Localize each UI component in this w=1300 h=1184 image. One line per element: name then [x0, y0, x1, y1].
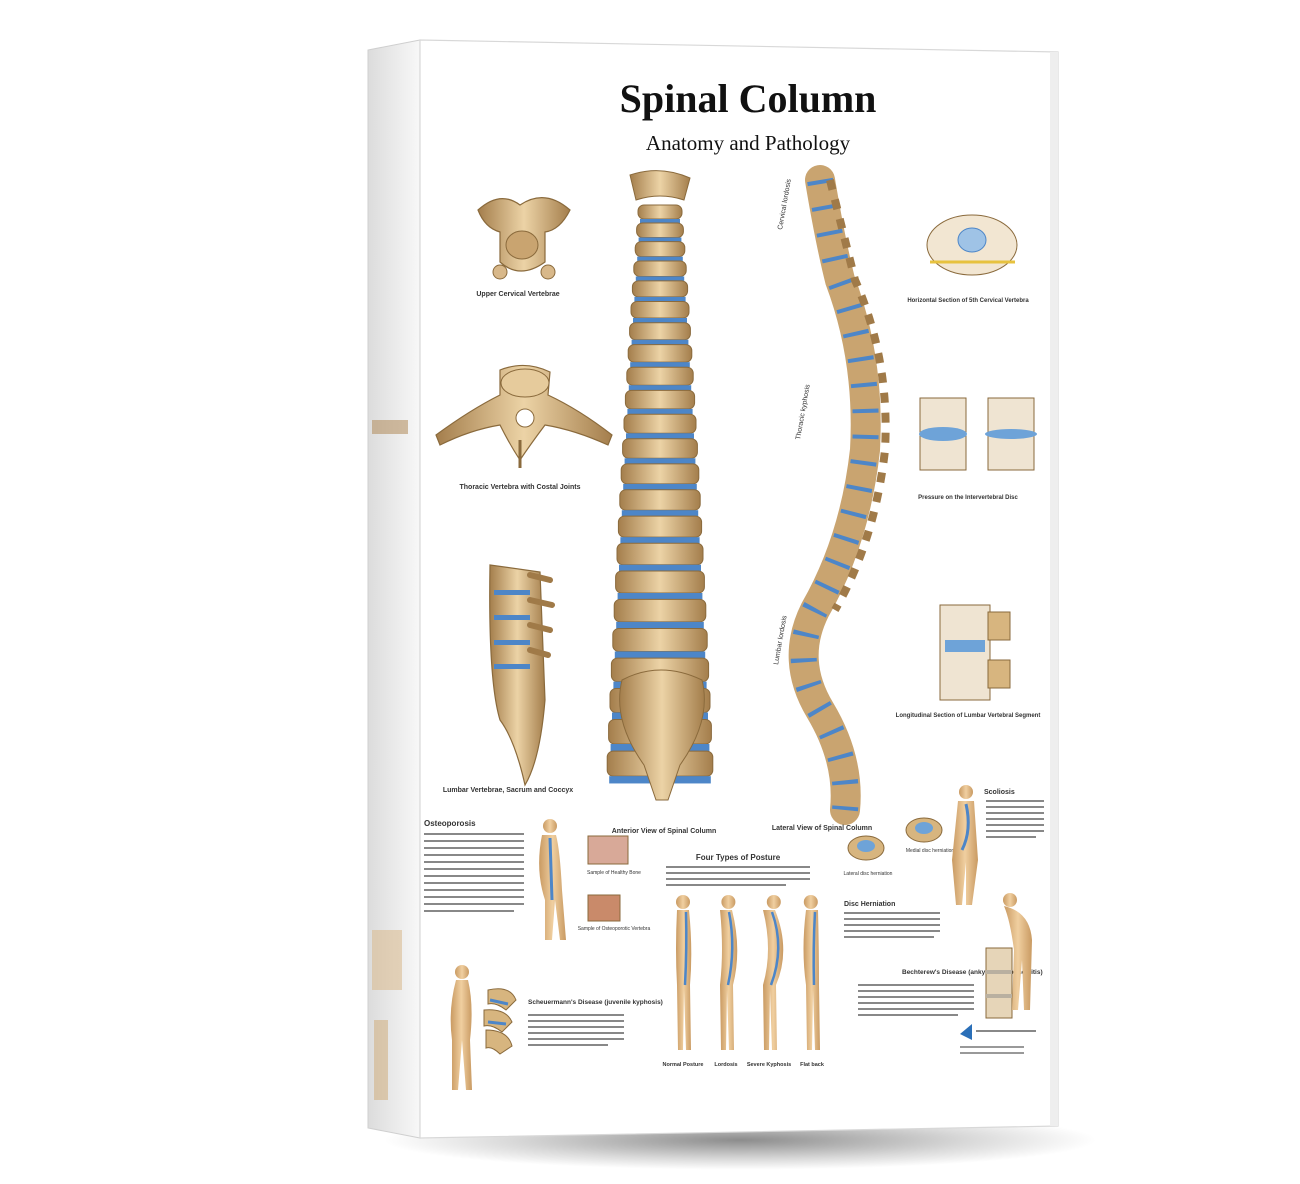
posture-label-flat-back: Flat back	[800, 1062, 825, 1068]
caption-anterior-view: Anterior View of Spinal Column	[612, 828, 717, 835]
anterior-disc	[638, 237, 682, 242]
anterior-vertebra	[637, 204, 683, 220]
caption-lateral-view: Lateral View of Spinal Column	[772, 825, 872, 832]
anterior-vertebra	[613, 598, 707, 623]
anterior-disc	[627, 408, 693, 415]
bechterew-text-block	[858, 984, 974, 1016]
healthy-bone-sample	[587, 835, 629, 865]
disc-herniation-illustrations	[847, 817, 943, 861]
caption-thoracic-costal: Thoracic Vertebra with Costal Joints	[460, 484, 581, 491]
posture-figures	[676, 895, 820, 1050]
lumbar-sacrum-coccyx-illustration	[489, 564, 555, 787]
anterior-vertebra	[622, 438, 698, 459]
anterior-disc	[614, 651, 706, 659]
canvas-side-content	[372, 420, 408, 1100]
anterior-disc	[633, 318, 687, 323]
osteoporosis-figure	[539, 819, 566, 940]
posture-figure-body	[803, 910, 820, 1050]
anterior-disc	[624, 458, 696, 464]
heading-four-types-posture: Four Types of Posture	[696, 853, 781, 862]
anterior-vertebra	[615, 570, 705, 594]
anterior-spinal-column-illustration	[606, 170, 714, 801]
posture-figure-head	[766, 895, 781, 909]
posture-figure-head	[803, 895, 818, 909]
posture-label-normal: Normal Posture	[663, 1062, 704, 1068]
caption-medial-disc: Medial disc herniation	[906, 848, 955, 854]
osteoporotic-bone-sample	[587, 894, 621, 922]
caption-upper-cervical: Upper Cervical Vertebrae	[476, 291, 559, 298]
heading-scheuermann: Scheuermann's Disease (juvenile kyphosis…	[528, 999, 663, 1006]
scheuermann-vertebrae	[483, 988, 517, 1055]
anterior-disc	[630, 362, 690, 368]
scoliosis-figure	[952, 785, 978, 905]
publisher-logo	[960, 1024, 1036, 1054]
anterior-vertebra	[616, 542, 704, 566]
heading-disc-herniation: Disc Herniation	[844, 901, 895, 908]
scheuermann-text-block	[528, 1014, 624, 1046]
posture-figure-head	[676, 895, 690, 909]
upper-cervical-vertebrae-illustration	[477, 197, 571, 280]
caption-horizontal-section: Horizontal Section of 5th Cervical Verte…	[907, 298, 1029, 304]
posture-text-block	[666, 866, 810, 886]
posture-figure-head	[721, 895, 736, 909]
anterior-vertebra	[629, 322, 691, 341]
heading-osteoporosis: Osteoporosis	[424, 819, 476, 828]
anterior-vertebra	[620, 463, 700, 485]
heading-bechterew: Bechterew's Disease (ankylosing spondyli…	[902, 969, 1043, 976]
anterior-vertebra	[633, 260, 687, 277]
anterior-disc	[620, 537, 700, 544]
disc-herniation-text-block	[844, 912, 940, 938]
anterior-vertebra	[636, 222, 684, 238]
caption-lateral-disc: Lateral disc herniation	[844, 871, 893, 877]
anterior-disc	[628, 385, 692, 391]
anterior-disc	[623, 483, 697, 490]
caption-healthy-bone: Sample of Healthy Bone	[587, 870, 641, 876]
caption-longitudinal-section: Longitudinal Section of Lumbar Vertebral…	[896, 713, 1041, 719]
anterior-disc	[637, 256, 683, 261]
caption-pressure-disc: Pressure on the Intervertebral Disc	[918, 495, 1018, 501]
poster-title: Spinal Column	[620, 76, 877, 121]
poster-subtitle: Anatomy and Pathology	[646, 131, 851, 155]
posture-figure-spine	[683, 911, 688, 986]
anterior-vertebra	[617, 515, 703, 538]
longitudinal-section-illustration	[939, 604, 1011, 701]
anterior-vertebra	[619, 489, 701, 511]
anterior-disc	[626, 433, 694, 439]
anterior-vertebra	[627, 344, 693, 363]
anterior-disc	[640, 219, 680, 223]
posture-figure-spine	[769, 911, 780, 986]
anterior-disc	[621, 510, 699, 517]
anterior-vertebra	[634, 241, 686, 258]
disc-pressure-illustration	[919, 397, 1037, 471]
osteoporosis-text-block	[424, 833, 524, 912]
anterior-vertebra	[630, 301, 690, 319]
anterior-disc	[617, 593, 703, 600]
anterior-disc	[631, 339, 689, 345]
posture-label-lordosis: Lordosis	[714, 1062, 737, 1068]
lateral-spinal-column-illustration	[788, 165, 890, 825]
posture-figure-spine	[812, 911, 817, 986]
anterior-vertebra	[626, 366, 694, 386]
bechterew-spine-segment	[985, 947, 1013, 1019]
scheuermann-figure	[450, 965, 472, 1090]
thoracic-vertebra-illustration	[435, 364, 613, 468]
anterior-vertebra	[623, 413, 697, 434]
posture-figure-spine	[726, 911, 734, 986]
posture-label-kyphosis: Severe Kyphosis	[747, 1062, 791, 1068]
anterior-disc	[634, 296, 686, 302]
anterior-vertebra	[612, 627, 708, 652]
anterior-disc	[619, 564, 701, 571]
caption-lumbar-sacrum: Lumbar Vertebrae, Sacrum and Coccyx	[443, 787, 573, 794]
heading-scoliosis: Scoliosis	[984, 789, 1015, 796]
bechterew-figure	[1003, 893, 1032, 1010]
anterior-vertebra	[624, 389, 696, 410]
anterior-disc	[616, 621, 704, 629]
horizontal-section-illustration	[926, 214, 1018, 276]
caption-osteoporotic: Sample of Osteoporotic Vertebra	[578, 926, 651, 932]
anterior-disc	[635, 276, 685, 281]
anterior-vertebra	[631, 280, 689, 298]
scoliosis-text-block	[986, 800, 1044, 838]
